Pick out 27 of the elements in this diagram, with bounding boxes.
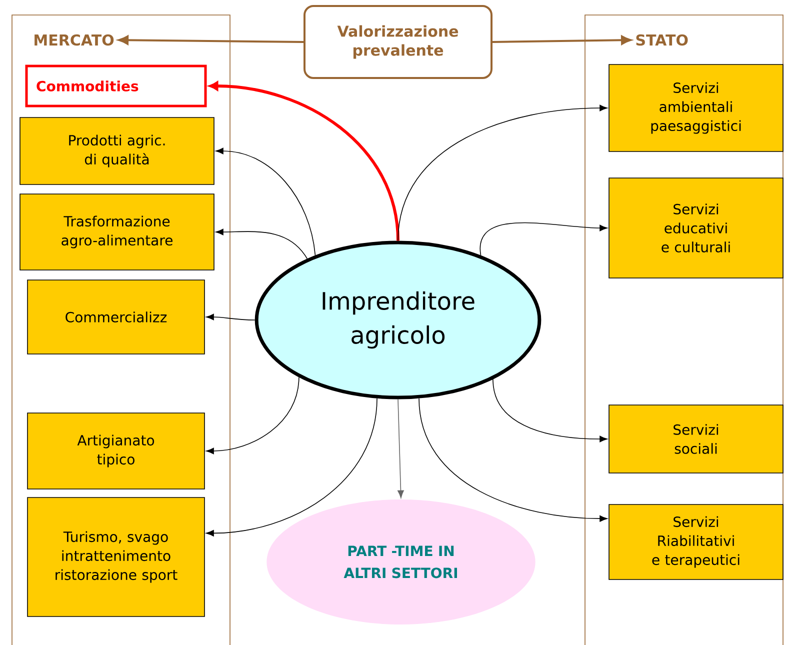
arrow <box>209 81 400 241</box>
heading-text: STATO <box>636 34 688 46</box>
highlighted-box: Commodities <box>25 64 207 108</box>
heading-text: MERCATO <box>34 34 114 46</box>
arrow <box>206 398 378 536</box>
arrow <box>216 228 308 260</box>
process-box: Servizi sociali <box>608 404 784 474</box>
process-box: Servizi Riabilitativi e terapeutici <box>608 504 784 580</box>
arrow <box>480 222 608 256</box>
arrow <box>492 36 632 45</box>
rounded-box: Valorizzazione prevalente <box>304 5 492 79</box>
process-box: Commercializz <box>27 280 205 354</box>
ellipse-node: PART -TIME IN ALTRI SETTORI <box>266 500 536 624</box>
process-box: Servizi ambientali paesaggistici <box>608 64 784 152</box>
arrow <box>206 376 300 454</box>
process-box: Turismo, svago intrattenimento ristorazione sport <box>27 497 205 617</box>
process-box: Trasformazione agro-alimentare <box>20 194 214 270</box>
arrow <box>398 104 608 242</box>
process-box: Artigianato tipico <box>27 412 205 490</box>
arrow <box>216 148 316 256</box>
process-box: Servizi educativi e culturali <box>608 178 784 278</box>
arrow <box>206 314 256 320</box>
arrow <box>398 398 404 498</box>
arrow <box>492 378 608 442</box>
process-box: Prodotti agric. di qualità <box>20 117 214 185</box>
arrow <box>118 35 304 45</box>
arrow <box>418 398 608 522</box>
